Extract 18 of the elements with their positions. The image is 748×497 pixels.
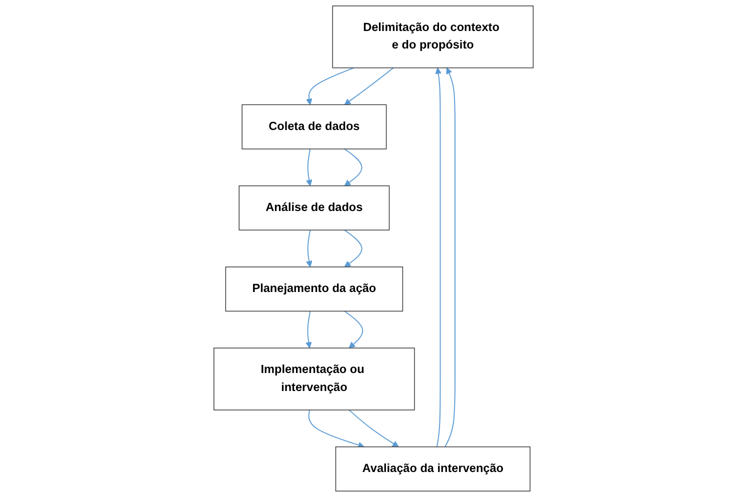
arrow	[344, 67, 394, 105]
arrow	[306, 310, 312, 348]
arrow	[306, 67, 355, 105]
node-box: Planejamento da ação	[226, 266, 404, 312]
arrow	[344, 230, 363, 268]
arrow	[349, 410, 400, 448]
node-box: Implementação ou intervenção	[214, 348, 416, 410]
node-box: Avaliação da intervenção	[336, 446, 531, 492]
arrow	[444, 68, 456, 448]
arrow	[308, 410, 365, 448]
arrow	[344, 148, 363, 186]
arrow	[306, 230, 313, 268]
arrow	[436, 68, 442, 448]
node-box: Delimitação do contexto e do propósito	[332, 6, 534, 68]
arrow	[306, 148, 313, 186]
node-box: Análise de dados	[239, 185, 390, 230]
node-box: Coleta de dados	[242, 104, 388, 150]
arrow	[344, 310, 364, 348]
